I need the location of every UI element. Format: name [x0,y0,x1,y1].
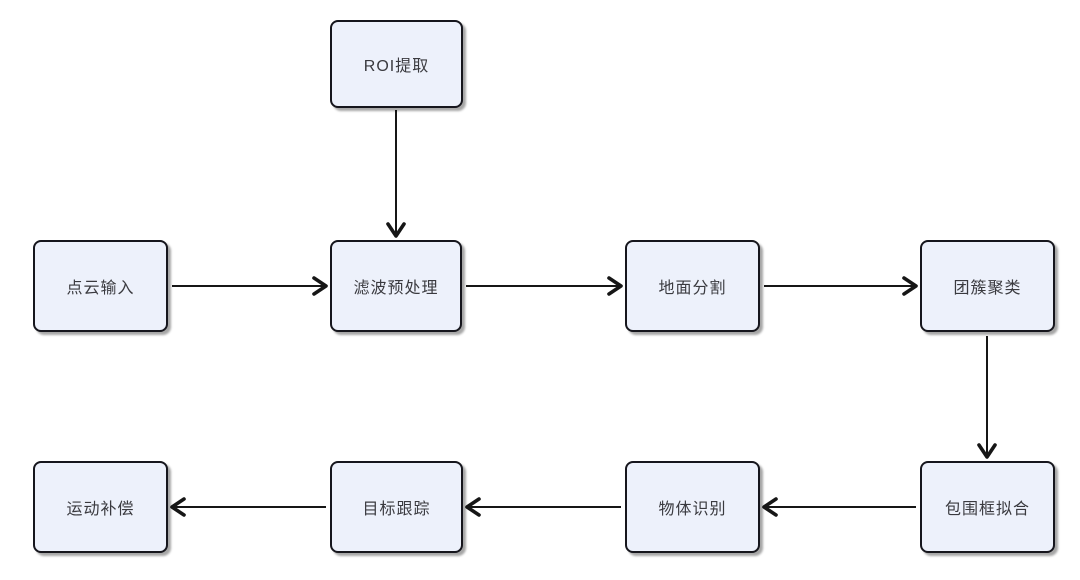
node-ground-segmentation: 地面分割 [625,240,760,332]
node-point-cloud-input: 点云输入 [33,240,168,332]
node-point-cloud-input-label: 点云输入 [66,280,135,297]
node-bounding-box-fitting: 包围框拟合 [920,461,1055,553]
node-roi-extraction: ROI提取 [330,20,463,108]
node-cluster-clustering: 团簇聚类 [920,240,1055,332]
node-roi-extraction-label: ROI提取 [363,58,430,75]
node-object-recognition: 物体识别 [625,461,760,553]
node-ground-segmentation-label: 地面分割 [658,280,727,297]
node-filter-preprocessing-label: 滤波预处理 [353,280,439,297]
node-bounding-box-fitting-label: 包围框拟合 [944,501,1030,518]
node-target-tracking-label: 目标跟踪 [362,501,431,518]
node-cluster-clustering-label: 团簇聚类 [953,280,1022,297]
node-filter-preprocessing: 滤波预处理 [330,240,462,332]
node-motion-compensation: 运动补偿 [33,461,168,553]
node-motion-compensation-label: 运动补偿 [66,501,135,518]
node-target-tracking: 目标跟踪 [330,461,463,553]
node-object-recognition-label: 物体识别 [658,501,727,518]
